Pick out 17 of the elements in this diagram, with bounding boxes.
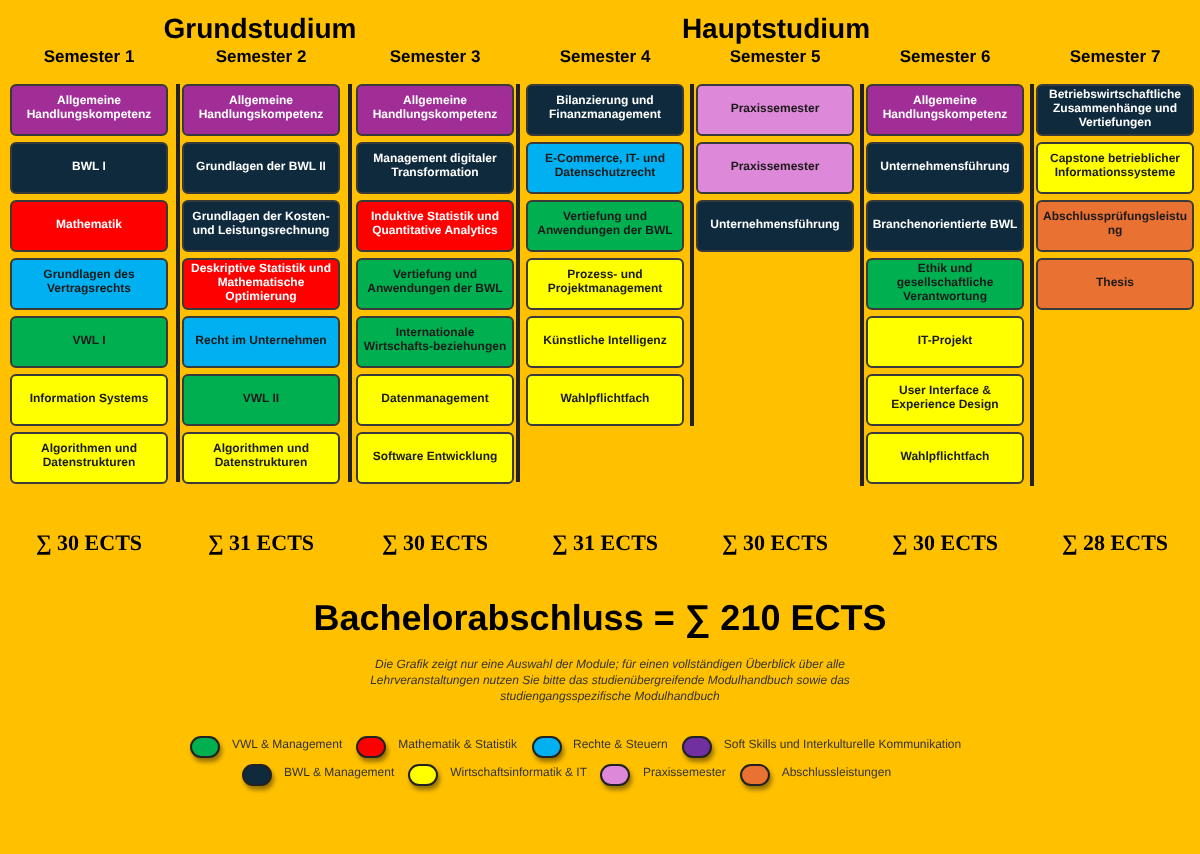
section-heading: Grundstudium <box>161 10 359 48</box>
ects-sum: ∑ 30 ECTS <box>33 530 145 560</box>
semester-heading: Semester 3 <box>387 44 483 70</box>
semester-heading: Semester 1 <box>41 44 137 70</box>
semester-heading: Semester 7 <box>1067 44 1163 70</box>
ects-sum: ∑ 30 ECTS <box>379 530 491 560</box>
ects-sum: ∑ 30 ECTS <box>889 530 1001 560</box>
ects-sum: ∑ 30 ECTS <box>719 530 831 560</box>
ects-sum: ∑ 31 ECTS <box>205 530 317 560</box>
semester-heading: Semester 4 <box>557 44 653 70</box>
section-heading: Hauptstudium <box>679 10 873 48</box>
semester-heading: Semester 2 <box>213 44 309 70</box>
total-ects: Bachelorabschluss = ∑ 210 ECTS <box>311 596 889 642</box>
ects-sum: ∑ 28 ECTS <box>1059 530 1171 560</box>
ects-sum: ∑ 31 ECTS <box>549 530 661 560</box>
semester-heading: Semester 6 <box>897 44 993 70</box>
semester-heading: Semester 5 <box>727 44 823 70</box>
